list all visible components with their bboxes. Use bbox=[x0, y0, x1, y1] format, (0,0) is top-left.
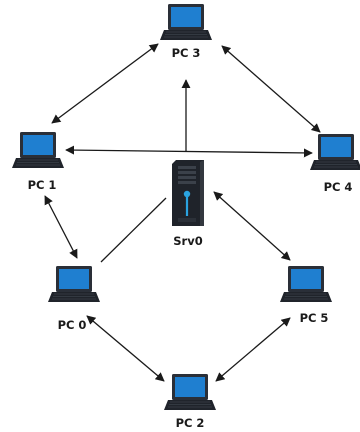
link-pc3-pc4 bbox=[221, 45, 321, 133]
laptop-pc4[interactable]: PC 4 bbox=[310, 134, 360, 194]
link-srv0-pc5 bbox=[213, 191, 291, 261]
link-pc1-pc0 bbox=[44, 195, 78, 259]
pc4-label: PC 4 bbox=[324, 180, 353, 194]
laptop-icon bbox=[160, 4, 212, 40]
pc1-label: PC 1 bbox=[28, 178, 57, 192]
laptop-icon bbox=[12, 132, 64, 168]
link-pc1-pc4 bbox=[65, 145, 313, 158]
link-pc5-pc2 bbox=[215, 317, 291, 382]
server-tower-icon bbox=[172, 160, 204, 226]
link-pc0-pc2 bbox=[86, 315, 165, 382]
pc5-label: PC 5 bbox=[300, 311, 329, 325]
laptop-pc3[interactable]: PC 3 bbox=[160, 4, 212, 60]
laptop-pc1[interactable]: PC 1 bbox=[12, 132, 64, 192]
server-srv0[interactable]: Srv0 bbox=[172, 160, 204, 248]
pc0-label: PC 0 bbox=[58, 318, 87, 332]
laptop-pc0[interactable]: PC 0 bbox=[48, 266, 100, 332]
laptop-icon bbox=[164, 374, 216, 410]
srv0-label: Srv0 bbox=[173, 234, 202, 248]
laptop-pc5[interactable]: PC 5 bbox=[280, 266, 332, 325]
link-pc1-pc3 bbox=[51, 43, 159, 124]
laptop-icon bbox=[48, 266, 100, 302]
laptop-icon bbox=[280, 266, 332, 302]
pc2-label: PC 2 bbox=[176, 416, 205, 430]
link-srv0-pc0 bbox=[100, 197, 167, 263]
pc3-label: PC 3 bbox=[172, 46, 201, 60]
links bbox=[44, 43, 321, 382]
laptop-icon bbox=[310, 134, 360, 170]
laptop-pc2[interactable]: PC 2 bbox=[164, 374, 216, 430]
